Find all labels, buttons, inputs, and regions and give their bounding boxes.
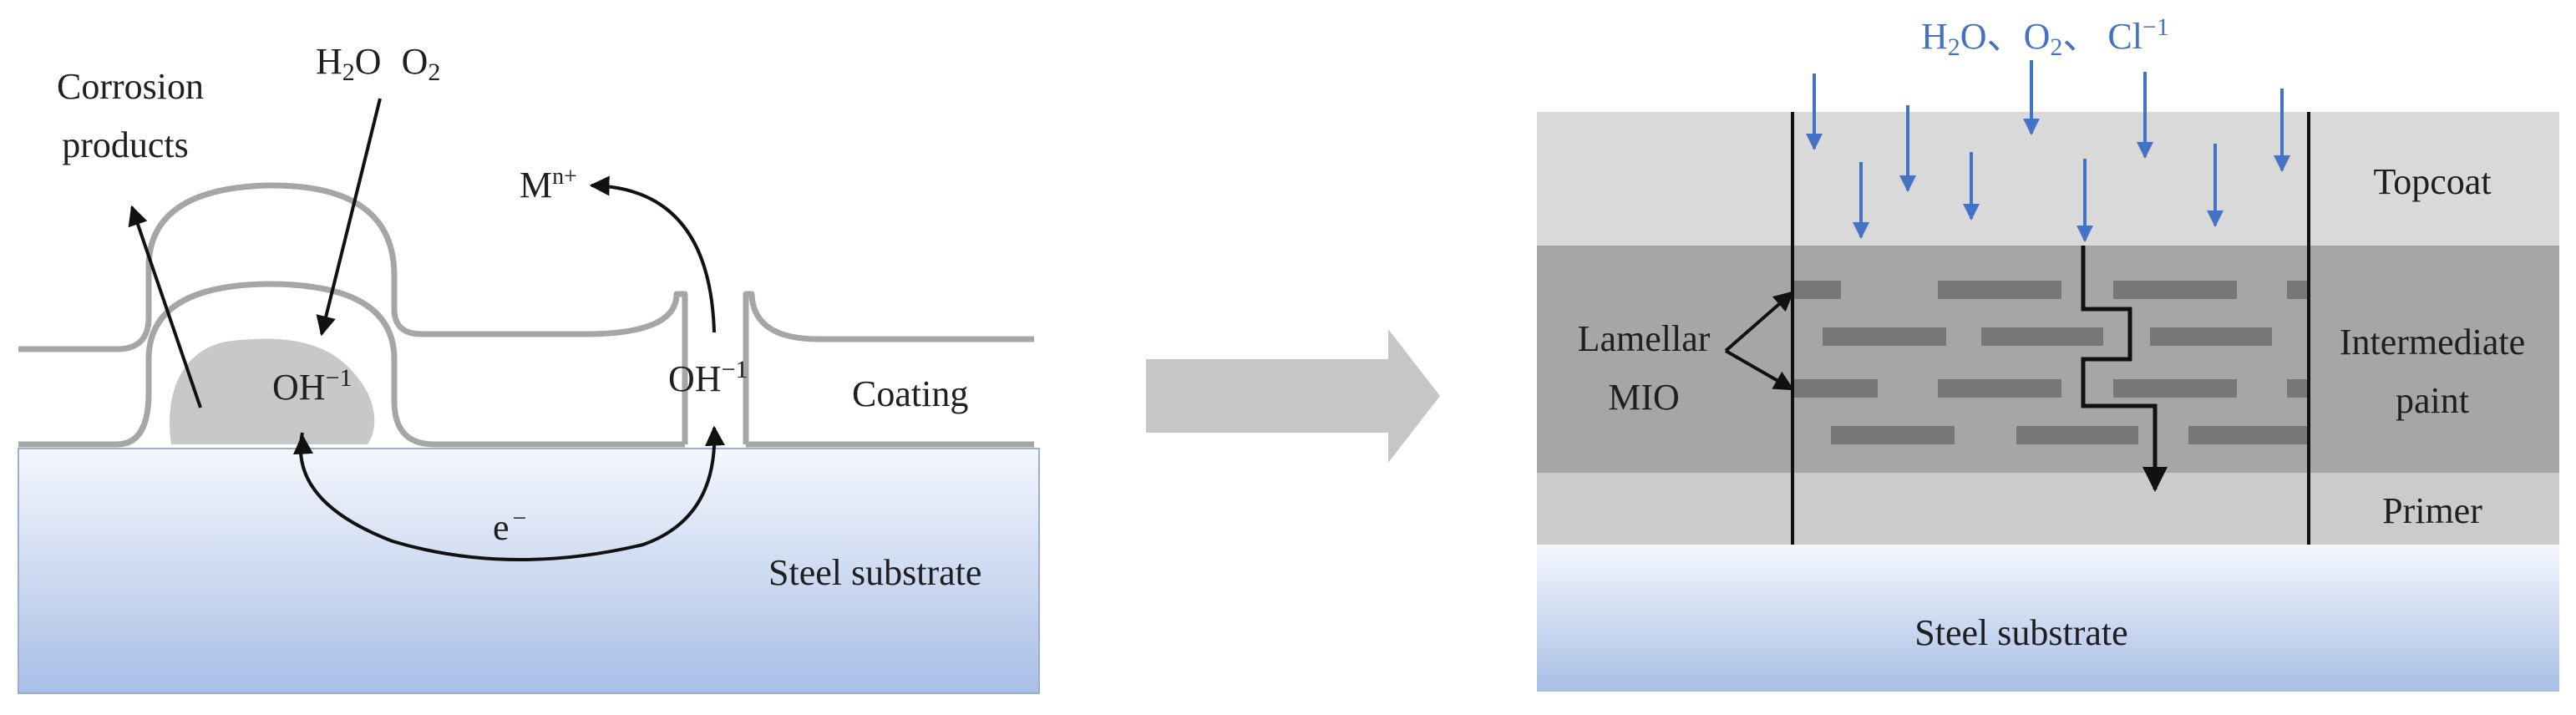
left-arrows xyxy=(128,98,725,561)
lamellar-pointers xyxy=(1724,291,1795,391)
intermediate-label-line1: Intermediate xyxy=(2340,322,2525,363)
coating-outer-surface xyxy=(18,182,688,444)
lamellar-pointer-upper xyxy=(1724,291,1794,352)
coating-outer-surface-right xyxy=(743,291,1034,444)
diffusion-path-arrow xyxy=(2081,246,2168,492)
topcoat-layer xyxy=(1537,112,2559,246)
ingress-species-label: H2O、O2、Cl−1 xyxy=(1921,13,2169,61)
mio-flake xyxy=(2113,281,2237,299)
mio-flake xyxy=(1794,281,1841,299)
lamellar-label-line2: MIO xyxy=(1608,377,1680,418)
mio-flake xyxy=(1831,426,1955,444)
coating-outline xyxy=(18,182,1034,448)
coating-inner-blister xyxy=(18,281,685,448)
intermediate-label-line2: paint xyxy=(2396,380,2469,421)
hydroxide-pit-label: OH−1 xyxy=(272,364,352,408)
mio-flake xyxy=(1938,379,2061,398)
corrosion-pit xyxy=(170,338,375,444)
metal-ion-label: Mn+ xyxy=(520,164,577,205)
primer-label: Primer xyxy=(2382,490,2482,531)
mio-flakes xyxy=(1794,281,2310,444)
mio-flake xyxy=(2287,379,2307,398)
mio-flake xyxy=(2113,379,2237,398)
metal-ion-arrow xyxy=(589,175,716,333)
right-labels: Topcoat Intermediate paint Primer Lamell… xyxy=(1578,161,2526,653)
corrosion-products-label-line1: Corrosion xyxy=(57,66,204,107)
lamellar-pointer-lower xyxy=(1725,349,1795,391)
electron-flow-arrow xyxy=(298,425,725,561)
reactant-arrow xyxy=(316,98,382,337)
right-substrate-label: Steel substrate xyxy=(1914,612,2127,653)
right-arrow-icon xyxy=(1146,329,1440,463)
mio-flake xyxy=(1981,327,2103,346)
primer-layer xyxy=(1537,473,2559,545)
mio-flake xyxy=(1938,281,2061,299)
lamellar-label-line1: Lamellar xyxy=(1578,318,1711,359)
right-steel-substrate xyxy=(1537,545,2559,692)
mio-flake xyxy=(1794,379,1878,398)
corrosion-products-label-line2: products xyxy=(62,124,189,165)
coating-label: Coating xyxy=(852,373,968,414)
topcoat-label: Topcoat xyxy=(2373,161,2491,202)
right-panel: H2O、O2、Cl−1 Topcoat Intermediate paint P… xyxy=(1537,13,2559,692)
mio-flake xyxy=(1823,327,1946,346)
electron-label: e− xyxy=(493,505,526,548)
mio-flake xyxy=(2287,281,2307,299)
mio-flake xyxy=(2016,426,2138,444)
corrosion-products-arrow xyxy=(128,205,202,408)
left-substrate-label: Steel substrate xyxy=(768,552,981,593)
left-steel-substrate xyxy=(18,448,1040,694)
mio-flake xyxy=(2188,426,2310,444)
hydroxide-defect-label: OH−1 xyxy=(668,356,748,399)
section-lines xyxy=(1791,112,2310,545)
ingress-arrows xyxy=(1806,60,2290,242)
mio-flake xyxy=(2150,327,2272,346)
